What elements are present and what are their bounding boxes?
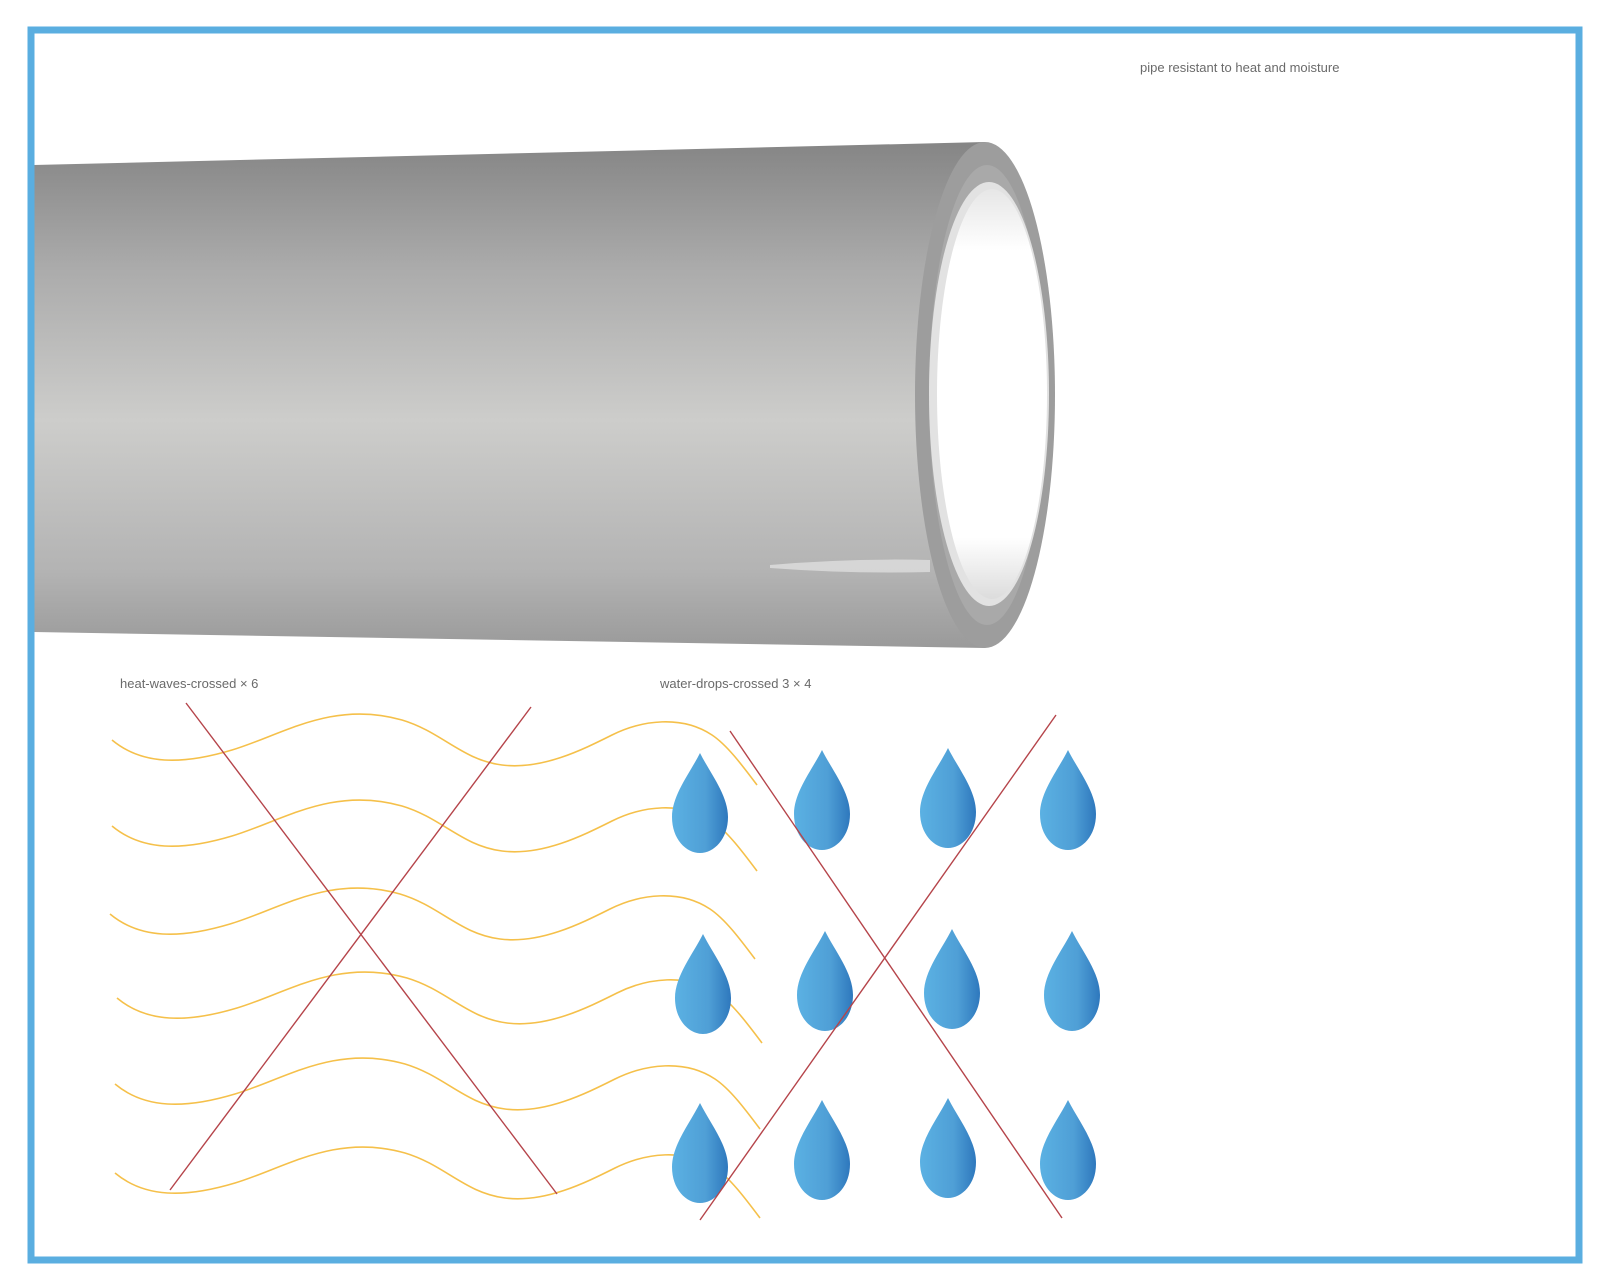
water-drop-icon <box>794 750 850 850</box>
heat-wave <box>114 1146 761 1219</box>
heat-wave <box>114 1057 761 1130</box>
cross-line <box>185 702 558 1195</box>
water-cross-mark <box>699 714 1063 1221</box>
water-drop-icon <box>672 1103 728 1203</box>
water-panel-label: water-drops-crossed <box>660 676 779 691</box>
heat-panel-label: heat-waves-crossed <box>120 676 237 691</box>
water-drop-columns: 4 <box>804 676 812 691</box>
water-drop-icon <box>920 748 976 848</box>
cross-line <box>169 706 532 1191</box>
water-drop-icon <box>1040 750 1096 850</box>
pipe-highlight <box>770 559 930 573</box>
heat-wave <box>116 971 763 1044</box>
water-drop-rows: 3 <box>782 676 790 691</box>
water-drop-icon <box>675 934 731 1034</box>
heat-panel-caption: heat-waves-crossed × 6 <box>120 676 259 691</box>
water-drop-icon <box>1044 931 1100 1031</box>
water-drop-icon <box>1040 1100 1096 1200</box>
pipe-body <box>34 142 985 648</box>
cross-line <box>699 714 1057 1221</box>
pipe-bore-inner <box>937 189 1047 599</box>
water-drop-icon <box>924 929 980 1029</box>
heat-wave <box>109 887 756 960</box>
water-drop-icon <box>794 1100 850 1200</box>
heat-waves-panel <box>109 713 763 1219</box>
heat-cross-mark <box>169 702 558 1195</box>
water-drop-icon <box>920 1098 976 1198</box>
cross-line <box>729 730 1063 1219</box>
water-panel-caption: water-drops-crossed 3 × 4 <box>660 676 812 691</box>
frame-border <box>27 26 1583 1264</box>
illustration-subject: pipe resistant to heat and moisture <box>1140 60 1340 75</box>
heat-wave-count: 6 <box>251 676 259 691</box>
pipe <box>34 142 1055 648</box>
heat-wave <box>111 713 758 786</box>
water-drops-panel <box>672 748 1100 1203</box>
water-drop-icon <box>672 753 728 853</box>
